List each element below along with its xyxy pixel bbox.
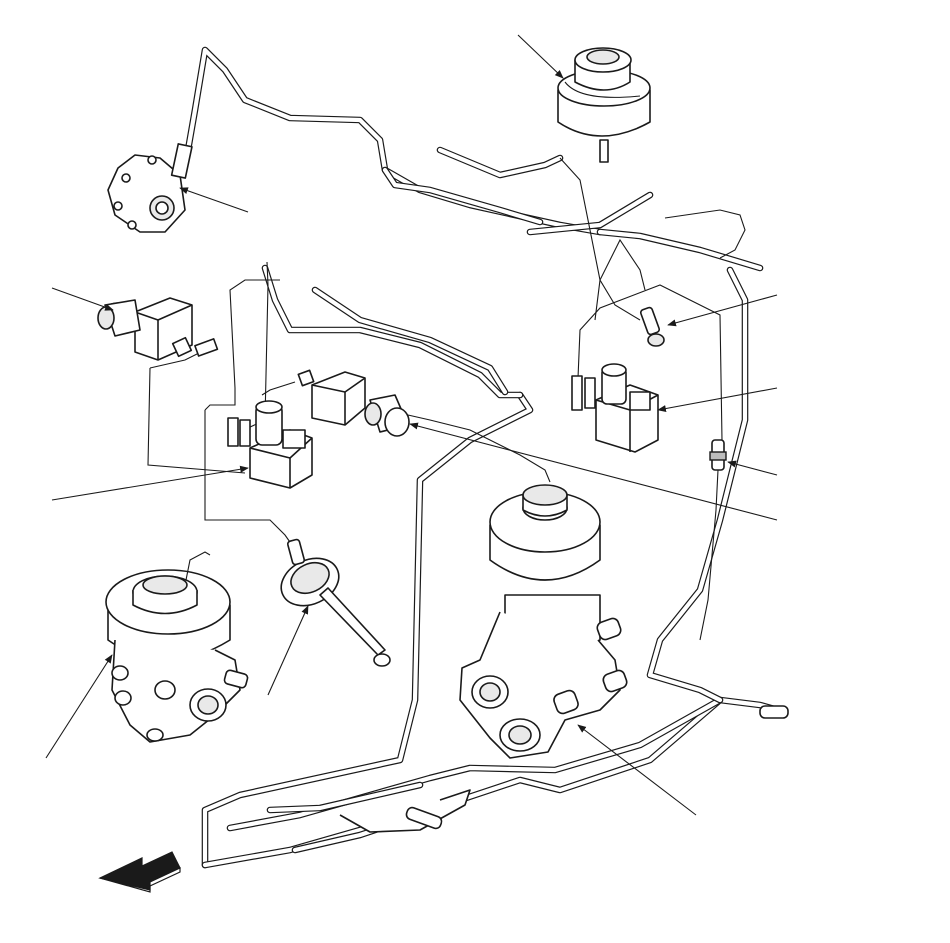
vacuum-modulator [459,484,628,759]
vacuum-hoses [184,46,789,869]
pressure-sensor [107,143,193,233]
front-direction-arrow-icon [98,851,181,893]
upper-left-vsv [97,297,219,361]
check-valve [709,439,727,471]
vacuum-damper [280,538,391,667]
vacuum-tank-canister [557,47,651,163]
center-vsv [297,369,410,437]
right-vsv [571,363,659,453]
callout-leaders [45,34,778,816]
intake-manifold-lower [339,705,789,833]
egr-valve [105,551,249,743]
middle-vsv [227,400,313,489]
thin-vacuum-lines [147,157,746,641]
hose-nipple-sensor [639,306,665,347]
